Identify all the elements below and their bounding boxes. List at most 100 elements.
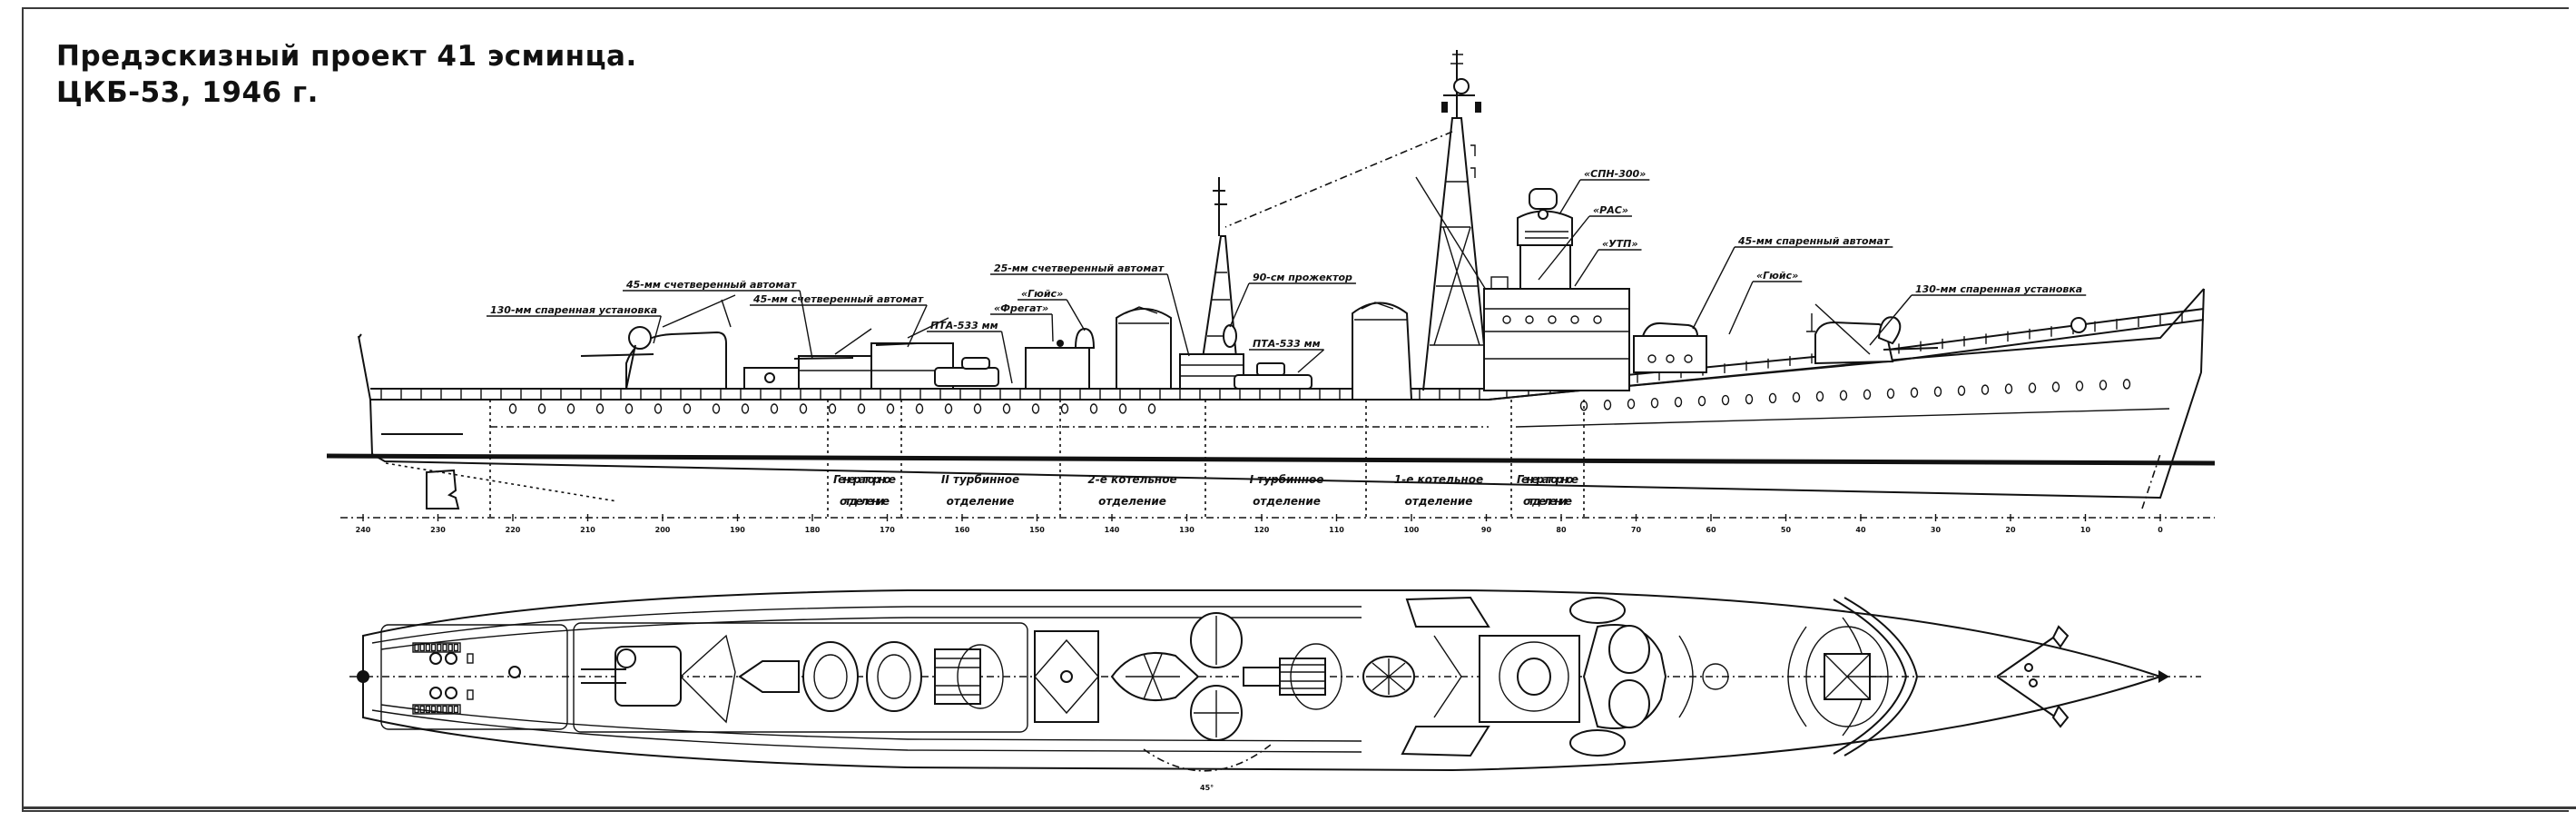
aa-mounts-plan xyxy=(802,641,1004,712)
frame-number: 80 xyxy=(1556,526,1567,534)
callout-torpedo-mid: ПТА-533 мм xyxy=(1249,338,1325,373)
porthole xyxy=(2122,379,2131,390)
porthole xyxy=(1666,354,1675,363)
callout-utp: «УТП» xyxy=(1574,238,1642,287)
aft-superstructure xyxy=(743,317,954,390)
callout-label: 45-мм счетверенный автомат xyxy=(625,279,797,291)
waterline xyxy=(326,453,2216,466)
porthole xyxy=(1792,391,1801,403)
hull-profile xyxy=(358,288,2205,500)
porthole xyxy=(1118,403,1127,414)
callout-label: 25-мм счетверенный автомат xyxy=(994,262,1165,274)
porthole xyxy=(1684,354,1693,363)
porthole xyxy=(1745,393,1754,405)
compartment-label: II турбинное отделение xyxy=(941,473,1019,508)
porthole xyxy=(1647,354,1657,363)
frame-number: 0 xyxy=(2158,526,2163,534)
porthole xyxy=(683,403,692,414)
callout-label: «Гюйс» xyxy=(1021,288,1063,300)
depth-charge xyxy=(447,705,453,714)
depth-charge xyxy=(453,643,459,652)
depth-charge xyxy=(414,705,419,714)
portholes-fwd xyxy=(1579,379,2131,411)
rack-frame xyxy=(412,704,461,715)
compartment-name: II турбинное xyxy=(941,473,1019,486)
callout-label: 45-мм счетверенный автомат xyxy=(752,293,924,305)
frame-number: 70 xyxy=(1631,526,1642,534)
porthole xyxy=(1548,315,1557,324)
porthole xyxy=(886,403,895,414)
leader-line xyxy=(1869,294,1912,346)
leader-line xyxy=(1574,249,1599,287)
bulkheads xyxy=(489,400,1585,519)
propeller-shaft xyxy=(385,462,618,502)
callout-radar-fwd: «Гюйс» xyxy=(1728,270,1803,335)
frame-number: 50 xyxy=(1781,526,1792,534)
callout-ras: «РАС» xyxy=(1538,204,1632,281)
rack-frame xyxy=(412,642,461,653)
porthole xyxy=(1031,403,1040,414)
depth-charge xyxy=(419,643,425,652)
compartment-name: отделение xyxy=(1253,495,1321,508)
frame-number: 200 xyxy=(655,526,671,534)
depth-charge xyxy=(437,643,442,652)
compartment-name: отделение xyxy=(1098,495,1166,508)
depth-charge xyxy=(425,643,431,652)
porthole xyxy=(1002,403,1011,414)
leader-line xyxy=(799,290,813,360)
aft-mast xyxy=(1179,177,1244,390)
funnel-house-plan xyxy=(1034,612,1342,772)
porthole xyxy=(828,403,837,414)
porthole xyxy=(654,403,663,414)
porthole xyxy=(915,403,924,414)
porthole xyxy=(2028,382,2037,393)
rail-stanchions-aft xyxy=(380,389,1480,400)
frame-number: 10 xyxy=(2080,526,2091,534)
frame-number: 20 xyxy=(2005,526,2016,534)
porthole xyxy=(2051,381,2060,392)
torpedo-tubes-mid xyxy=(1234,362,1313,390)
porthole xyxy=(1886,388,1895,399)
callout-label: 130-мм спаренная установка xyxy=(1915,283,2082,295)
hull-strake xyxy=(1515,408,2170,428)
frame-number: 230 xyxy=(430,526,446,534)
porthole xyxy=(857,403,866,414)
depth-charge xyxy=(442,705,447,714)
compartment-name: Генераторное xyxy=(833,473,896,486)
frame-number: 220 xyxy=(506,526,521,534)
leader-line xyxy=(907,304,928,348)
porthole xyxy=(537,403,546,414)
porthole xyxy=(2075,381,2084,391)
leader-line xyxy=(1000,331,1013,384)
callout-torpedo-aft: ПТА-533 мм xyxy=(927,320,1013,384)
callout-radar-aft: «Гюйс» xyxy=(1018,288,1086,331)
aft-main-turret xyxy=(580,294,736,390)
compartment-name: отделение xyxy=(947,495,1015,508)
bottom-rule xyxy=(22,806,2576,809)
frame-number: 190 xyxy=(730,526,745,534)
porthole xyxy=(566,403,575,414)
porthole xyxy=(2004,383,2013,394)
callout-label: ПТА-533 мм xyxy=(1253,338,1321,350)
porthole xyxy=(1697,395,1706,407)
flagstaff-stern xyxy=(358,333,362,339)
compartment-name: отделение xyxy=(1405,495,1473,508)
porthole xyxy=(799,403,808,414)
porthole xyxy=(1839,390,1848,401)
aft-funnel xyxy=(1116,306,1172,390)
callout-label: «РАС» xyxy=(1593,204,1628,216)
profile-callouts: 130-мм спаренная установка 45-мм счетвере… xyxy=(487,168,2087,384)
breakwater-plan xyxy=(1833,597,1919,757)
frame-number: 150 xyxy=(1029,526,1045,534)
porthole xyxy=(508,403,517,414)
frame-number: 130 xyxy=(1179,526,1195,534)
porthole xyxy=(1721,394,1730,406)
depth-charge xyxy=(430,705,437,714)
porthole xyxy=(1502,315,1511,324)
porthole xyxy=(973,403,982,414)
frame-number: 100 xyxy=(1404,526,1420,534)
porthole xyxy=(1579,401,1588,411)
frame-number: 110 xyxy=(1329,526,1344,534)
